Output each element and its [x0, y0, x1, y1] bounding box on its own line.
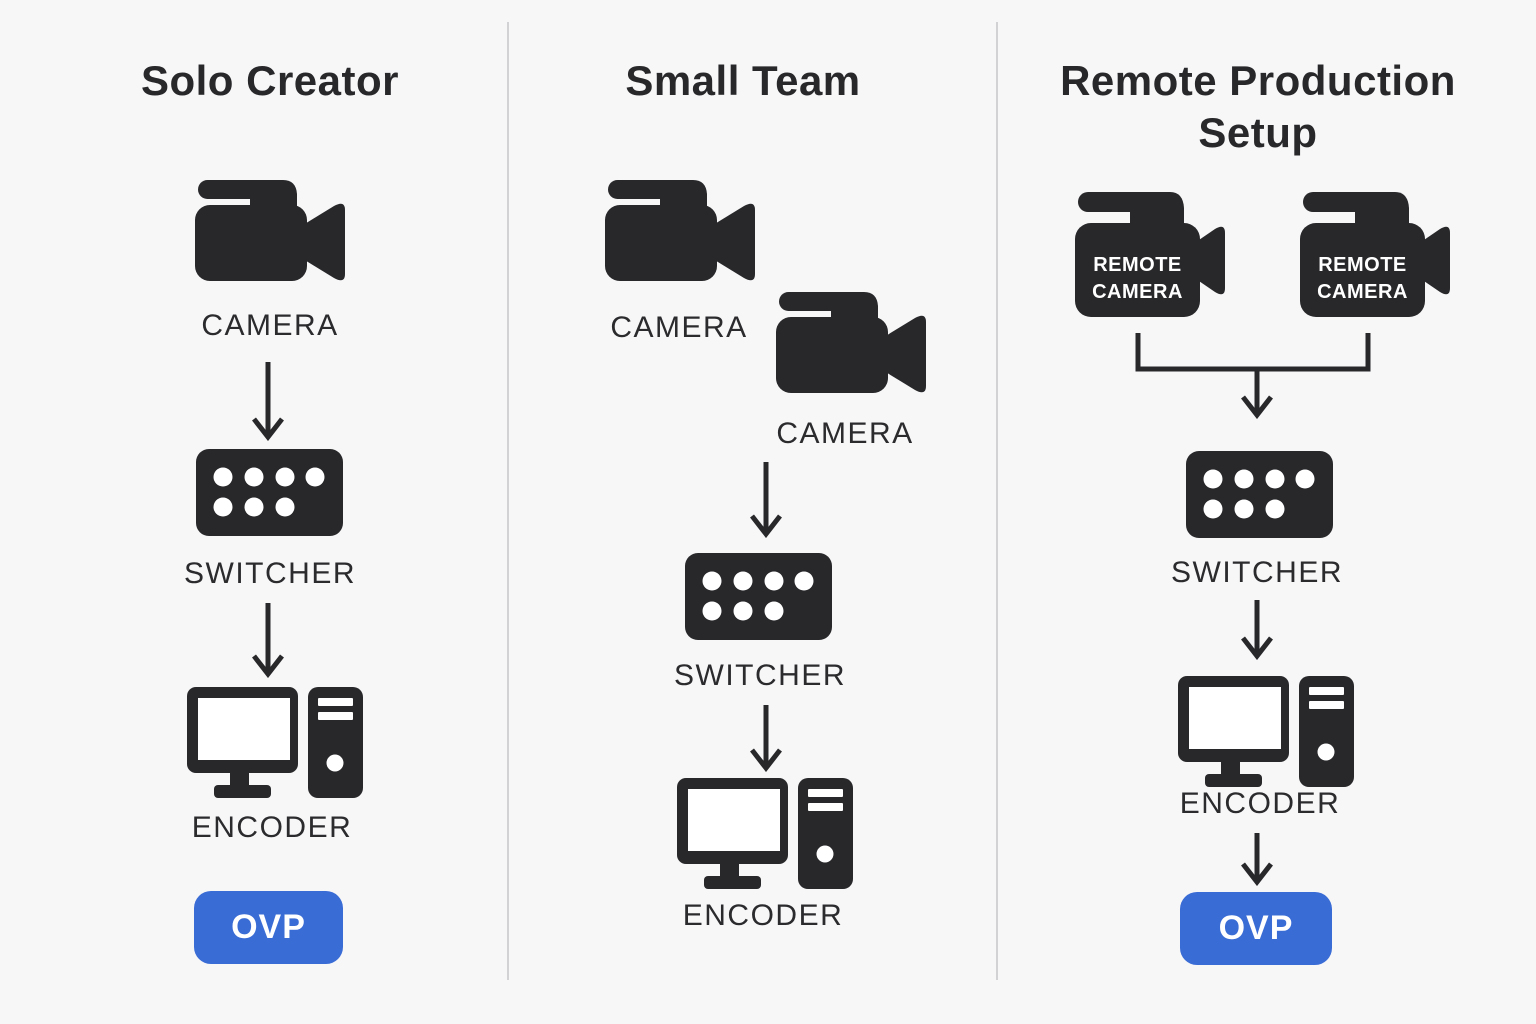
camera-icon [605, 172, 758, 282]
ovp-badge: OVP [194, 891, 343, 964]
column-title-solo-creator: Solo Creator [140, 57, 400, 104]
column-title-remote-production: Remote Production Setup [1060, 57, 1456, 156]
encoder-label: ENCODER [1179, 787, 1341, 820]
encoder-label: ENCODER [191, 811, 353, 844]
ovp-label: OVP [231, 908, 306, 946]
encoder-label: ENCODER [682, 899, 844, 932]
column-title-small-team: Small Team [625, 57, 861, 104]
arrow-down-icon [252, 362, 284, 441]
remote-camera-text-line2: CAMERA [1317, 281, 1408, 303]
camera-label: CAMERA [776, 417, 914, 450]
arrow-down-icon [1241, 600, 1273, 660]
switcher-icon [196, 449, 343, 536]
remote-camera: REMOTE CAMERA [1300, 190, 1450, 317]
remote-camera: REMOTE CAMERA [1075, 190, 1225, 317]
camera-icon [776, 284, 929, 394]
ovp-badge: OVP [1180, 892, 1332, 965]
encoder-icon [1178, 676, 1354, 787]
column-divider-2 [996, 22, 998, 980]
arrow-down-icon [252, 603, 284, 678]
remote-camera-text-line1: REMOTE [1318, 254, 1407, 276]
remote-camera-text: REMOTE CAMERA [1075, 252, 1200, 306]
arrow-down-icon [1241, 833, 1273, 886]
switcher-label: SWITCHER [1171, 556, 1343, 589]
encoder-icon [677, 778, 853, 889]
ovp-label: OVP [1218, 909, 1294, 947]
remote-camera-text: REMOTE CAMERA [1300, 252, 1425, 306]
column-divider-1 [507, 22, 509, 980]
camera-label: CAMERA [610, 311, 748, 344]
switcher-label: SWITCHER [674, 659, 846, 692]
switcher-label: SWITCHER [184, 557, 356, 590]
arrow-down-icon [750, 705, 782, 772]
remote-camera-text-line2: CAMERA [1092, 281, 1183, 303]
camera-icon [195, 172, 348, 282]
arrow-down-icon [750, 462, 782, 538]
merge-connector [1135, 333, 1371, 419]
switcher-icon [1186, 451, 1333, 538]
encoder-icon [187, 687, 363, 798]
remote-camera-text-line1: REMOTE [1093, 254, 1182, 276]
switcher-icon [685, 553, 832, 640]
camera-label: CAMERA [201, 309, 339, 342]
